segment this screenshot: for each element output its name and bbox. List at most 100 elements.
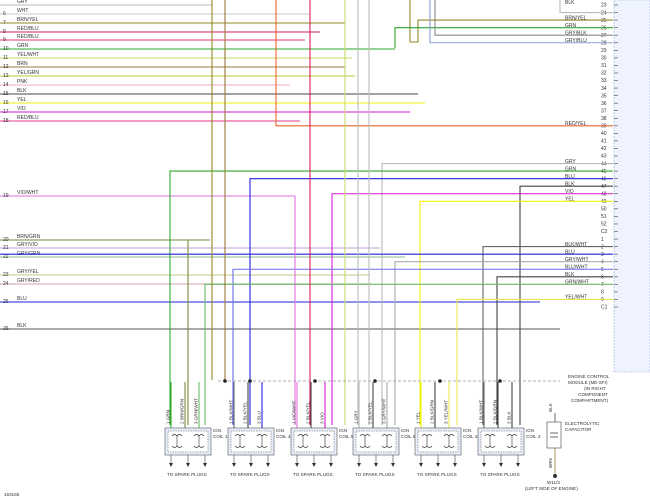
coil-name-line-2: COIL 2 xyxy=(526,434,541,439)
coil-name-line-1: IGN xyxy=(276,428,284,433)
ecm-pin-number: 46 xyxy=(601,176,607,182)
ecm-pin-wire-label: GRY/BLU xyxy=(565,38,587,44)
ecm-pin-wire-label: GRN/WHT xyxy=(565,280,589,286)
ecm-pin-wire-label: VIO xyxy=(565,189,574,195)
coil-footer: TO SPARK PLUGS xyxy=(417,472,457,477)
ecm-pin-number: 52 xyxy=(601,222,607,228)
left-wire-label: GRY/YEL xyxy=(17,269,39,275)
spark-plug-arrow xyxy=(312,463,316,467)
electrolytic-capacitor: BLK BRN ELECTROLYTIC CAPACITOR W11/3 (LE… xyxy=(525,402,600,491)
left-wire-label: RED/BLU xyxy=(17,34,39,40)
splice-dot xyxy=(438,379,442,383)
left-wire-label: BLK xyxy=(17,323,27,329)
ecm-pin-number: 24 xyxy=(601,10,607,16)
ecm-pin-number: 25 xyxy=(601,18,607,24)
spark-plug-arrow xyxy=(266,463,270,467)
left-wire-pin: 18 xyxy=(3,118,9,124)
coil-pin-label: 2 BLK/YEL xyxy=(243,401,248,424)
ecm-label-line-3: (IN RIGHT xyxy=(584,386,606,391)
wire-route xyxy=(249,178,613,425)
ecm-pin-number: C2 xyxy=(601,229,608,235)
left-wire-label: YEL/WHT xyxy=(17,52,39,58)
left-wire-label: RED/BLU xyxy=(17,115,39,121)
coil-footer: TO SPARK PLUGS xyxy=(293,472,333,477)
ecm-pin-number: 40 xyxy=(601,131,607,137)
spark-plug-arrow xyxy=(203,463,207,467)
left-wire-pin: 26 xyxy=(3,326,9,332)
spark-plug-arrow xyxy=(391,463,395,467)
coil-core xyxy=(480,430,522,453)
ecm-pin-number: 33 xyxy=(601,78,607,84)
ecm-pin-wire-label: BLK xyxy=(565,272,575,278)
ecm-pin-number: 8 xyxy=(601,290,604,296)
left-wire-pin: 15 xyxy=(3,91,9,97)
left-wire-label: GRY/VIO xyxy=(17,242,38,248)
ecm-pin-number: 51 xyxy=(601,214,607,220)
coil-pin-label: 3 BLK xyxy=(507,411,512,424)
capacitor-label-line-1: ELECTROLYTIC xyxy=(565,421,600,426)
left-wire-label: BRN/YEL xyxy=(17,17,39,23)
ecm-pin-wire-label: BRN/YEL xyxy=(565,15,587,21)
left-wire-pin: 12 xyxy=(3,64,9,70)
wire-route xyxy=(482,246,613,425)
capacitor-label-line-2: CAPACITOR xyxy=(565,427,592,432)
left-wire-pin: 21 xyxy=(3,245,9,251)
left-wire-label: WHT xyxy=(17,8,28,14)
coil-name-line-1: IGN xyxy=(339,428,347,433)
coil-pin-label: 2 BLK/GRN xyxy=(430,400,435,424)
splice-dot xyxy=(498,379,502,383)
ecm-pin-number: 9 xyxy=(601,297,604,303)
wire-route xyxy=(456,298,613,425)
coil-pin-label: 3 GRN/WHT xyxy=(194,398,199,424)
left-wire-label: BRN/GRN xyxy=(17,234,40,240)
spark-plug-arrow xyxy=(516,463,520,467)
ecm-pin-number: 39 xyxy=(601,124,607,130)
left-wire-pin: 6 xyxy=(3,11,6,17)
ecm-pin-number: 48 xyxy=(601,191,607,197)
ecm-pin-number: 32 xyxy=(601,71,607,77)
wire-route xyxy=(232,268,613,425)
left-wire-label: YEL xyxy=(17,97,27,103)
spark-plug-arrow xyxy=(295,463,299,467)
spark-plug-arrow xyxy=(436,463,440,467)
wire-route-group xyxy=(0,0,613,425)
left-wire-pin: 14 xyxy=(3,82,9,88)
coil-core xyxy=(293,430,335,453)
ecm-pin-number: 43 xyxy=(601,154,607,160)
ecm-pin-wire-label: BLU/WHT xyxy=(565,264,588,270)
ecm-pin-number: 49 xyxy=(601,199,607,205)
ecm-pin-number: 6 xyxy=(601,275,604,281)
ecm-pin-number: 36 xyxy=(601,101,607,107)
spark-plug-arrow xyxy=(499,463,503,467)
ecm-pin-number: 41 xyxy=(601,139,607,145)
left-wire-label: GRY xyxy=(17,0,28,5)
coil-pin-label: 3 YEL/WHT xyxy=(444,400,449,424)
spark-plug-arrow xyxy=(169,463,173,467)
ecm-label-line-1: ENGINE CONTROL xyxy=(568,374,610,379)
splice-dot xyxy=(223,379,227,383)
wire-route xyxy=(496,276,613,425)
left-wire-label: RED/BLU xyxy=(17,26,39,32)
ecm-pin-wire-label: YEL/WHT xyxy=(565,295,587,301)
ecm-pin-number: 7 xyxy=(601,282,604,288)
splice-dot xyxy=(248,379,252,383)
spark-plug-arrow xyxy=(249,463,253,467)
wire-route xyxy=(519,185,613,425)
coil-core xyxy=(167,430,209,453)
coil-name-line-2: COIL 4 xyxy=(276,434,291,439)
coil-pin-label: 2 BLK/YEL xyxy=(306,401,311,424)
ecm-pin-wire-label: BLK xyxy=(565,181,575,187)
left-wire-pin: 25 xyxy=(3,299,9,305)
spark-plug-arrow xyxy=(186,463,190,467)
left-wire-pin: 7 xyxy=(3,20,6,26)
ecm-pin-wire-label: BLU xyxy=(565,174,575,180)
ecm-pin-number: 31 xyxy=(601,63,607,69)
capacitor-bottom-wire-label: BRN xyxy=(548,458,553,468)
ecm-pin-number: 38 xyxy=(601,116,607,122)
ecm-pin-wire-label: GRY/WHT xyxy=(565,257,589,263)
